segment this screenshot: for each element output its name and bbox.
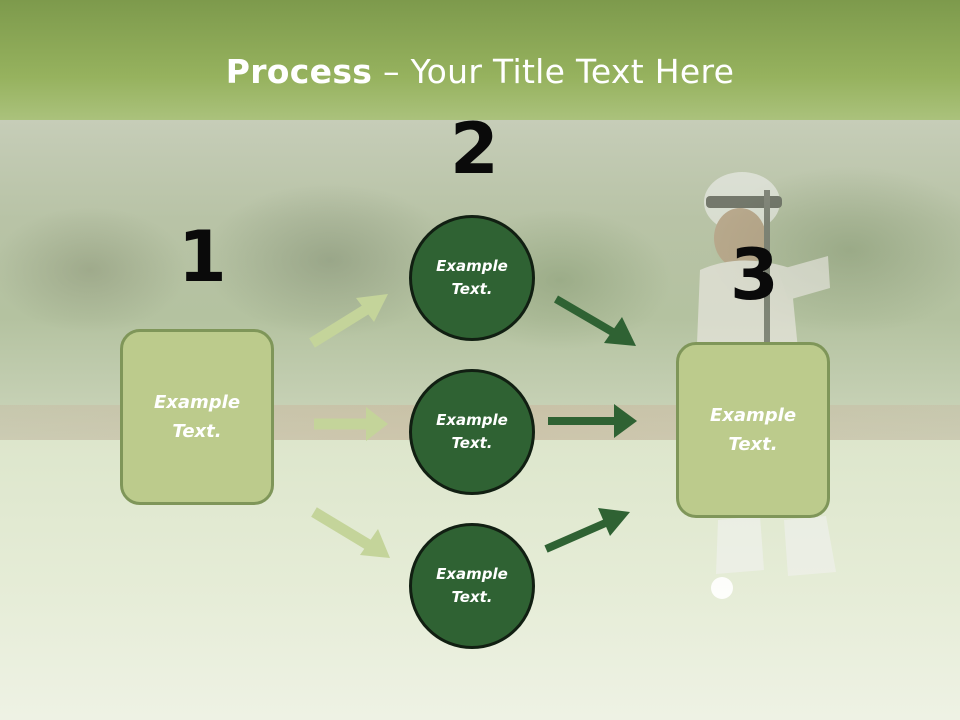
circle-top-text: Example Text. bbox=[436, 257, 508, 298]
right-box: Example Text. bbox=[676, 342, 830, 518]
circle-bottom: Example Text. bbox=[409, 523, 535, 649]
right-box-text: Example Text. bbox=[709, 405, 797, 455]
step-number-1: 1 bbox=[178, 216, 227, 298]
title-rest-part: – Your Title Text Here bbox=[372, 52, 735, 91]
left-box: Example Text. bbox=[120, 329, 274, 505]
slide-title: Process – Your Title Text Here bbox=[0, 52, 960, 91]
circle-bottom-text: Example Text. bbox=[436, 565, 508, 606]
step-number-3: 3 bbox=[730, 234, 779, 316]
circle-top: Example Text. bbox=[409, 215, 535, 341]
step-number-2: 2 bbox=[450, 108, 499, 190]
title-band bbox=[0, 0, 960, 140]
circle-middle-text: Example Text. bbox=[436, 411, 508, 452]
title-bold-part: Process bbox=[225, 52, 373, 91]
circle-middle: Example Text. bbox=[409, 369, 535, 495]
left-box-text: Example Text. bbox=[153, 392, 241, 442]
